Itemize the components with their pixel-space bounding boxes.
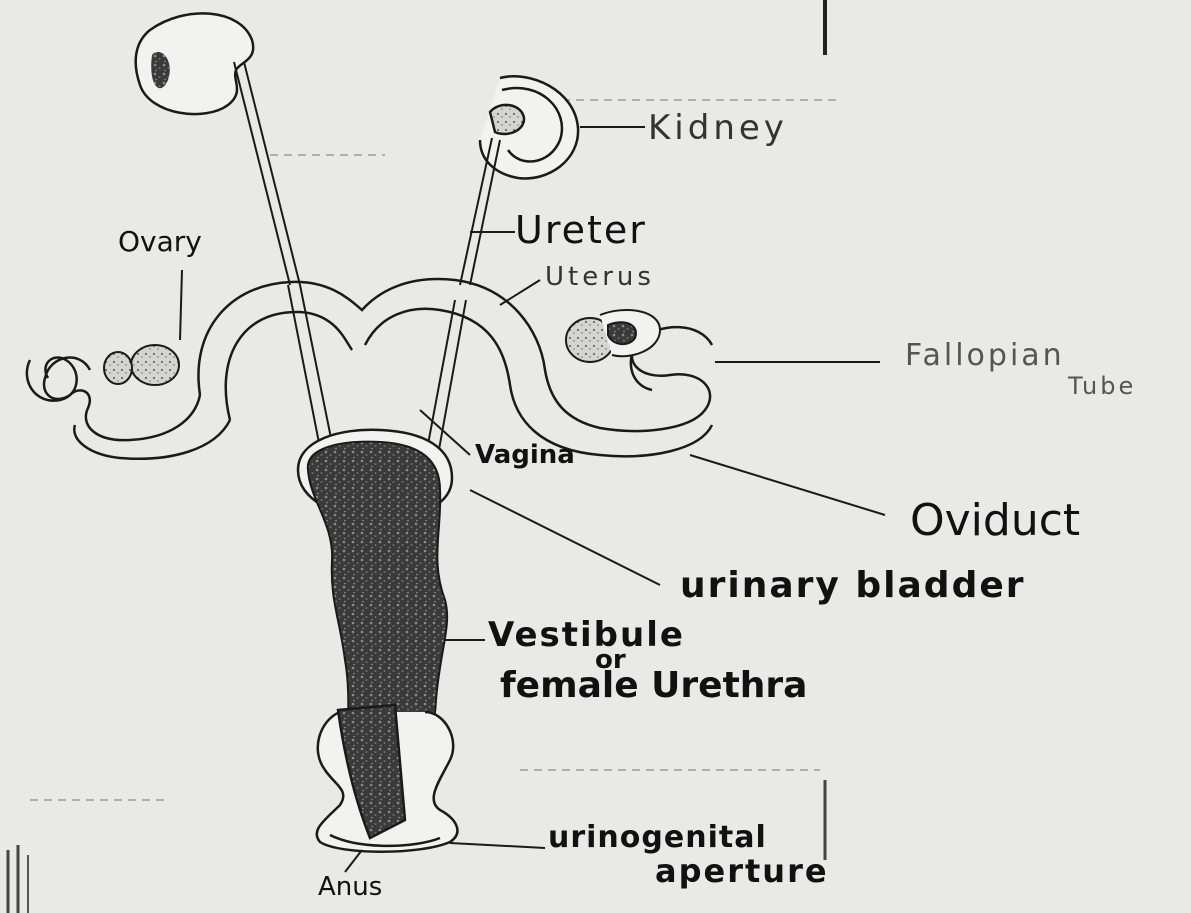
left-ovary — [104, 345, 179, 385]
label-vestibule: Vestibule — [488, 615, 685, 655]
label-ureter: Ureter — [515, 208, 647, 252]
label-aperture: aperture — [655, 852, 829, 890]
label-anus: Anus — [318, 872, 382, 902]
label-uterus: Uterus — [545, 262, 655, 292]
label-urinary-bladder: urinary bladder — [680, 565, 1026, 606]
label-urinogenital: urinogenital — [548, 820, 767, 855]
right-ovary — [566, 310, 660, 362]
label-female-urethra: female Urethra — [500, 665, 807, 706]
left-kidney — [136, 13, 254, 114]
label-vagina: Vagina — [475, 440, 575, 470]
label-kidney: Kidney — [648, 108, 788, 148]
label-fallopian: Fallopian — [905, 338, 1065, 373]
label-tube: Tube — [1068, 372, 1136, 400]
urinogenital-aperture — [317, 705, 458, 852]
ureters — [234, 62, 500, 455]
label-ovary: Ovary — [118, 225, 202, 258]
label-oviduct: Oviduct — [910, 495, 1080, 546]
